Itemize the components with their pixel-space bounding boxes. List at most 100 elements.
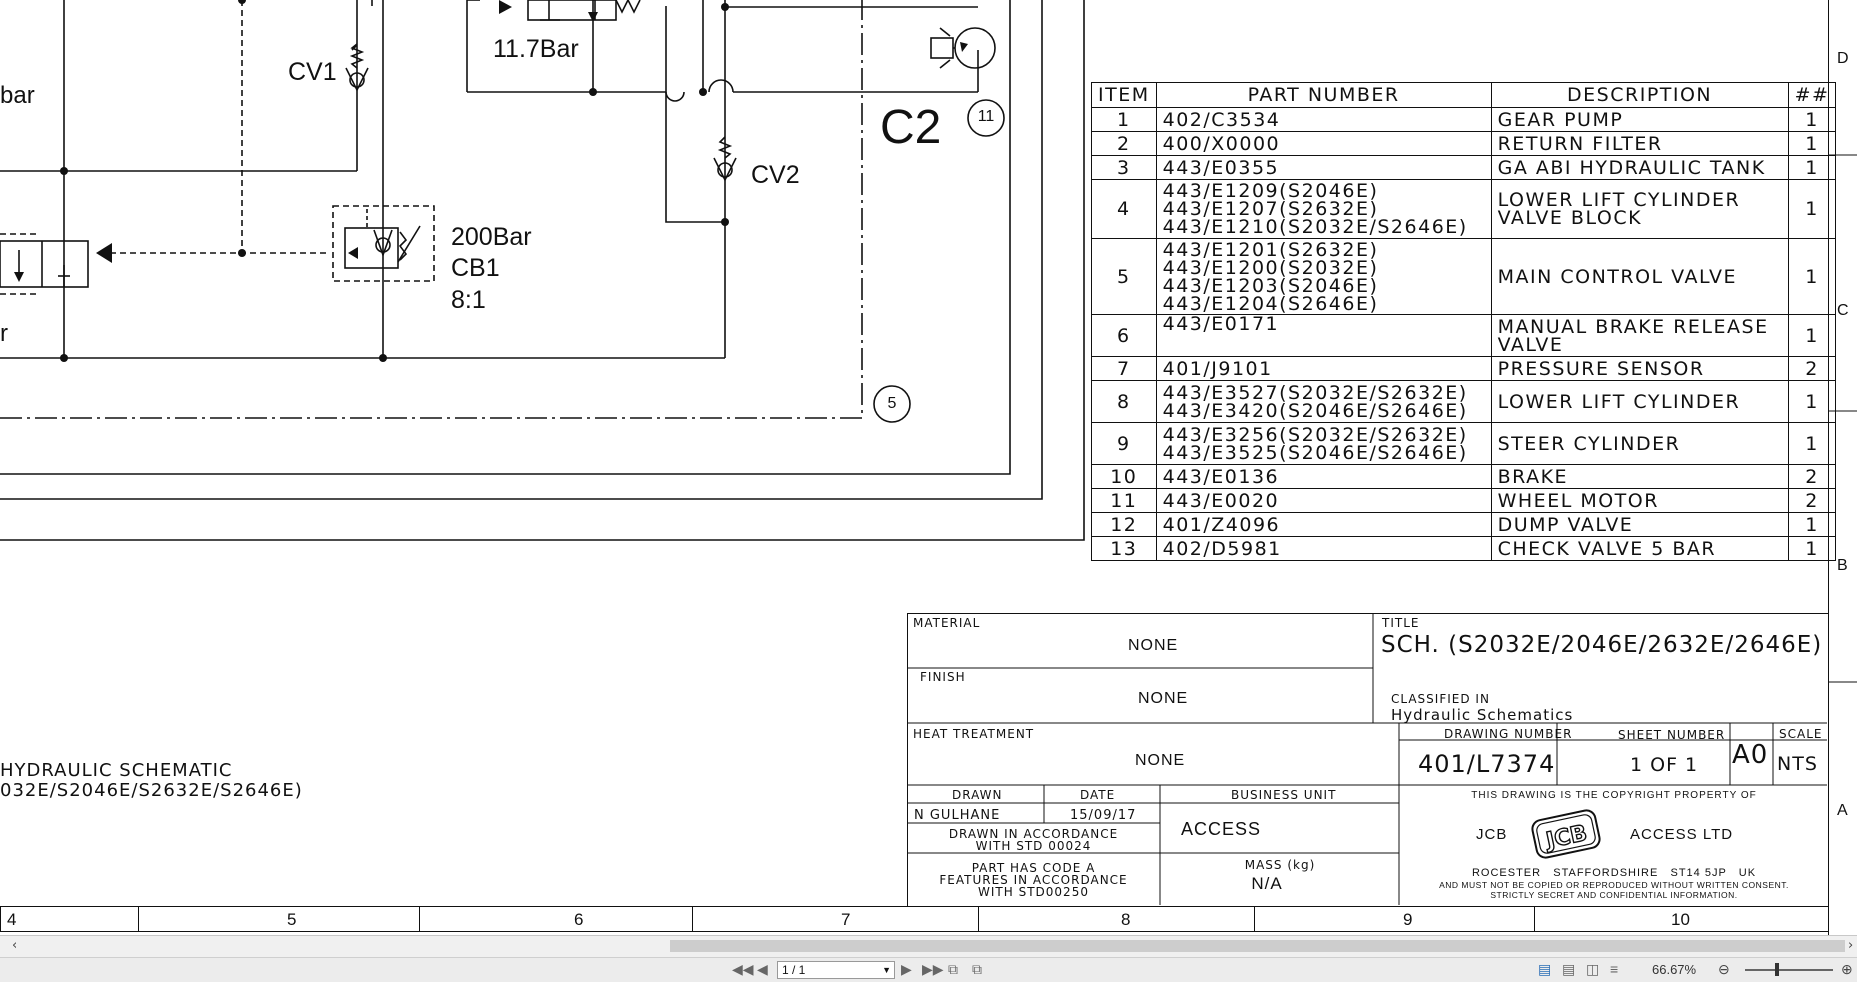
bom-item-cell: 7 (1091, 356, 1157, 381)
chevron-down-icon[interactable]: ▼ (882, 965, 891, 975)
last-page-icon[interactable]: ▶▶ (922, 961, 944, 977)
bom-description-cell: LOWER LIFT CYLINDER (1490, 380, 1789, 423)
drawn-label: DRAWN (952, 788, 1003, 802)
finish-value: NONE (1138, 690, 1189, 707)
next-page-icon[interactable]: ▶ (901, 961, 912, 977)
copy-page-icon[interactable]: ⧉ (948, 961, 958, 977)
previous-page-icon[interactable]: ◀ (757, 961, 768, 977)
bom-part-number: 443/E1204(S2646E) (1162, 292, 1379, 315)
bom-part-number: 443/E0355 (1162, 156, 1280, 179)
drawing-number: 401/L7374 (1418, 750, 1556, 778)
bom-part-number: 443/E1203(S2046E) (1162, 274, 1379, 297)
chevron-right-icon[interactable]: › (1848, 938, 1854, 953)
bom-item-cell: 12 (1091, 512, 1157, 537)
cb1-name-label: CB1 (451, 254, 500, 282)
drawing-number-label: DRAWING NUMBER (1444, 727, 1573, 741)
bom-description: GA ABI HYDRAULIC TANK (1497, 156, 1766, 179)
bom-item-cell: 13 (1091, 536, 1157, 561)
title-block-grid (907, 613, 1827, 905)
bom-part-number: 401/Z4096 (1162, 513, 1281, 536)
ruler-cell: 8 (978, 907, 1255, 931)
column-ruler: 4 5 6 7 8 9 10 (0, 906, 1828, 932)
copyright-top: THIS DRAWING IS THE COPYRIGHT PROPERTY O… (1471, 790, 1757, 801)
cv1-label: CV1 (288, 58, 337, 86)
mass-label: MASS (kg) (1244, 858, 1316, 872)
bom-description-cell: GEAR PUMP (1490, 107, 1789, 132)
bom-part-number: 443/E0020 (1162, 489, 1280, 512)
bom-part-number: 443/E1210(S2032E/S2646E) (1162, 216, 1468, 238)
bom-part-number-cell: 443/E0136 (1155, 464, 1492, 489)
scale-label: SCALE (1779, 727, 1823, 741)
zoom-slider-track[interactable] (1745, 969, 1833, 971)
bom-description: VALVE BLOCK (1497, 207, 1643, 229)
jcb-logo: JCB (1528, 805, 1604, 863)
bom-item-cell: 3 (1091, 155, 1157, 180)
scrollbar-thumb[interactable] (670, 940, 1845, 952)
chevron-left-icon[interactable]: ‹ (12, 938, 18, 953)
drawing-sheet: bar CV1 11.7Bar C2 11 CV2 200Bar CB1 8:1… (0, 0, 1857, 935)
bom-item-cell: 2 (1091, 131, 1157, 156)
code-note-line-1: PART HAS CODE A (971, 861, 1096, 875)
fit-width-icon[interactable]: ≡ (1610, 961, 1619, 977)
classified-value: Hydraulic Schematics (1391, 706, 1574, 724)
title-label: TITLE (1382, 616, 1420, 630)
pressure-label-mid-left: r (0, 320, 8, 347)
bom-part-number-cell: 443/E0020 (1155, 488, 1492, 513)
bom-part-number: 400/X0000 (1162, 132, 1281, 155)
scale-value: NTS (1777, 753, 1818, 775)
ruler-number: 8 (1121, 910, 1131, 929)
bom-description: STEER CYLINDER (1497, 432, 1681, 455)
page-number-value: 1 / 1 (782, 963, 806, 977)
business-unit-value: ACCESS (1181, 819, 1262, 839)
single-page-view-icon[interactable]: ▤ (1538, 961, 1552, 977)
bom-part-number: 443/E1209(S2046E) (1162, 180, 1379, 202)
bom-part-number: 443/E3420(S2046E/S2646E) (1162, 399, 1468, 422)
horizontal-scrollbar[interactable]: ‹ › (0, 935, 1857, 958)
drawing-title: SCH. (S2032E/2046E/2632E/2646E) (1381, 632, 1823, 658)
drawing-caption-line-2: 032E/S2046E/S2632E/S2646E) (0, 780, 303, 801)
bom-part-number-cell: 443/E0355 (1155, 155, 1492, 180)
bom-part-number-cell: 402/D5981 (1155, 536, 1492, 561)
zone-letter: D (1837, 50, 1849, 67)
circuit-c2-label: C2 (880, 101, 942, 154)
zoom-out-icon[interactable]: ⊖ (1718, 961, 1730, 977)
zoom-in-icon[interactable]: ⊕ (1841, 961, 1853, 977)
balloon-5-label: 5 (887, 395, 897, 412)
two-page-view-icon[interactable]: ◫ (1586, 961, 1600, 977)
page-number-field[interactable]: 1 / 1 ▼ (777, 961, 895, 979)
sheet-number-label: SHEET NUMBER (1618, 728, 1726, 742)
ruler-cell: 7 (692, 907, 979, 931)
paste-page-icon[interactable]: ⧉ (972, 961, 982, 977)
ruler-cell: 10 (1534, 907, 1829, 931)
relief-valve-label: 11.7Bar (493, 35, 579, 63)
bom-description-cell: CHECK VALVE 5 BAR (1490, 536, 1789, 561)
continuous-view-icon[interactable]: ▤ (1562, 961, 1576, 977)
bom-item-cell: 9 (1091, 422, 1157, 465)
zoom-slider-thumb[interactable] (1775, 963, 1779, 976)
heat-treatment-value: NONE (1135, 752, 1186, 769)
bom-item-cell: 10 (1091, 464, 1157, 489)
bom-description: LOWER LIFT CYLINDER (1497, 390, 1741, 413)
mass-value: N/A (1251, 874, 1283, 893)
copyright-bottom-line-1: AND MUST NOT BE COPIED OR REPRODUCED WIT… (1439, 880, 1789, 890)
ruler-cell: 9 (1254, 907, 1535, 931)
drawn-value: N GULHANE (914, 808, 1001, 823)
bom-header-row: ITEM PART NUMBER DESCRIPTION ## (1091, 82, 1837, 108)
first-page-icon[interactable]: ◀◀ (732, 961, 754, 977)
ruler-number: 4 (7, 910, 17, 929)
zoom-level: 66.67% (1652, 962, 1697, 977)
bom-part-number: 401/J9101 (1162, 357, 1273, 380)
bom-description: DUMP VALVE (1497, 513, 1634, 536)
bom-part-number-cell: 443/E1201(S2632E)443/E1200(S2032E)443/E1… (1155, 238, 1492, 315)
bom-part-number-cell: 443/E3527(S2032E/S2632E)443/E3420(S2046E… (1155, 380, 1492, 423)
ruler-cell: 6 (419, 907, 693, 931)
std-note-line-2: WITH STD 00024 (975, 839, 1092, 853)
balloon-11-label: 11 (977, 108, 995, 125)
